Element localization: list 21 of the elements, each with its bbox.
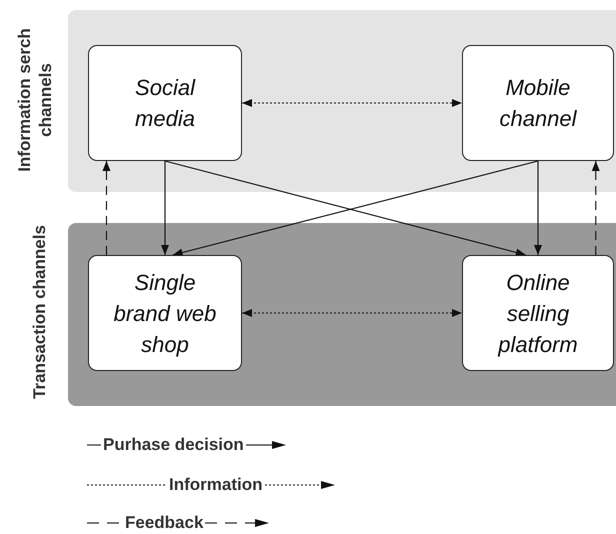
channel-name: Single brand web shop xyxy=(112,268,218,359)
channel-band xyxy=(68,223,616,406)
legend-label: Information xyxy=(169,475,262,495)
legend-label: Purhase decision xyxy=(103,435,244,455)
legend-label: Feedback xyxy=(125,513,204,533)
arrow xyxy=(592,161,600,255)
channel-box xyxy=(462,255,614,371)
channel-name: Social media xyxy=(134,74,196,133)
arrow xyxy=(161,161,169,255)
band-heading: Transaction channels xyxy=(28,224,50,401)
channel-name: Online selling platform xyxy=(496,268,579,359)
channel-box xyxy=(462,45,614,161)
channel-band xyxy=(68,10,616,192)
band-heading: Information serch channels xyxy=(14,27,56,174)
channel-box xyxy=(88,45,242,161)
channel-name: Mobile channel xyxy=(498,74,578,133)
arrow xyxy=(242,309,462,317)
arrow xyxy=(534,161,542,255)
arrow xyxy=(242,99,462,107)
arrow xyxy=(102,161,110,255)
channel-box xyxy=(88,255,242,371)
